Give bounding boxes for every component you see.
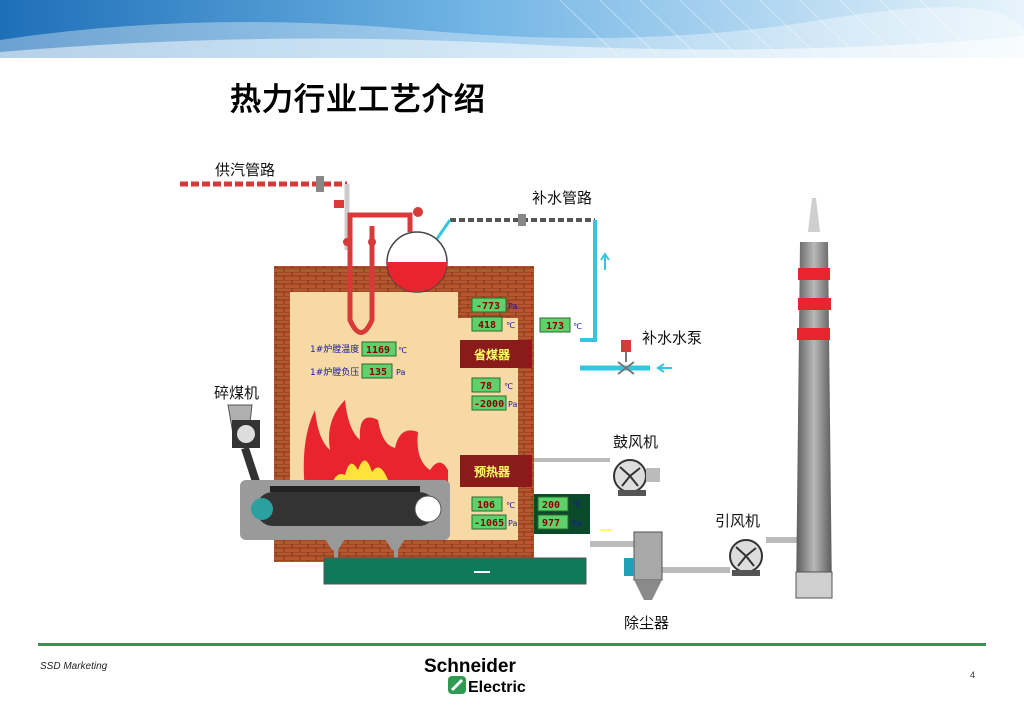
- svg-text:℃: ℃: [506, 501, 515, 510]
- svg-text:Electric: Electric: [468, 679, 526, 696]
- econ-in-pressure-value: -773: [476, 301, 500, 312]
- header-banner: [0, 0, 1024, 58]
- boiler-process-diagram: 供汽管路 补水管路 1#炉膛温度 1169 ℃ 1#炉膛负压 135 Pa -7…: [180, 161, 833, 632]
- feedwater-temp-value: 173: [546, 321, 564, 332]
- makeup-water-pipe: [430, 214, 610, 342]
- pre-out-temp-value: 106: [477, 500, 495, 511]
- svg-text:Schneider: Schneider: [424, 656, 516, 677]
- chain-grate-conveyor: [240, 480, 450, 540]
- svg-text:℃: ℃: [572, 500, 581, 509]
- ash-system: [322, 534, 587, 585]
- furnace-temp-label: 1#炉膛温度: [310, 343, 359, 355]
- economizer-block: [460, 340, 532, 368]
- makeup-pump-label: 补水水泵: [642, 329, 702, 347]
- steam-drum: [343, 207, 448, 335]
- blower-fan: [613, 459, 660, 496]
- econ-out-pressure-value: -2000: [474, 399, 504, 410]
- makeup-pipe-label: 补水管路: [532, 189, 592, 207]
- furnace-temp-value: 1169: [366, 345, 390, 356]
- svg-text:Pa: Pa: [508, 519, 517, 528]
- page-number: 4: [970, 670, 976, 680]
- pre-out-pressure-value: -1065: [474, 518, 504, 529]
- furnace-pressure-value: 135: [369, 367, 387, 378]
- coal-crusher: [227, 404, 266, 502]
- steam-pipe-label: 供汽管路: [215, 161, 275, 179]
- coal-crusher-label: 碎煤机: [214, 384, 259, 402]
- preheater-label: 预热器: [474, 464, 511, 479]
- svg-text:℃: ℃: [506, 321, 515, 330]
- blower-label: 鼓风机: [613, 433, 658, 451]
- economizer-label: 省煤器: [473, 347, 511, 362]
- dust-collector: [624, 531, 663, 600]
- chimney: [795, 198, 833, 599]
- steam-supply-pipe: [180, 176, 350, 250]
- svg-text:Pa: Pa: [396, 368, 405, 377]
- schneider-electric-logo: Schneider Electric: [424, 656, 526, 696]
- induced-draft-fan: [729, 539, 763, 576]
- svg-text:℃: ℃: [398, 346, 407, 355]
- dust-collector-label: 除尘器: [624, 614, 669, 632]
- econ-out-temp-value: 78: [480, 381, 492, 392]
- svg-text:Pa: Pa: [508, 400, 517, 409]
- footer-marketing-text: SSD Marketing: [40, 661, 108, 672]
- air-pressure-value: 977: [542, 518, 560, 529]
- svg-text:Pa: Pa: [572, 519, 581, 528]
- preheater-block: [460, 455, 532, 487]
- svg-text:℃: ℃: [573, 322, 582, 331]
- flue-duct: [534, 458, 800, 573]
- slide-title: 热力行业工艺介绍: [230, 82, 486, 118]
- air-temp-value: 200: [542, 500, 560, 511]
- induced-fan-label: 引风机: [715, 512, 760, 530]
- footer-divider: [38, 643, 986, 646]
- econ-in-temp-value: 418: [478, 320, 496, 331]
- svg-text:Pa: Pa: [508, 302, 517, 311]
- makeup-pump: [580, 340, 672, 375]
- furnace-pressure-label: 1#炉膛负压: [310, 366, 359, 378]
- svg-text:℃: ℃: [504, 382, 513, 391]
